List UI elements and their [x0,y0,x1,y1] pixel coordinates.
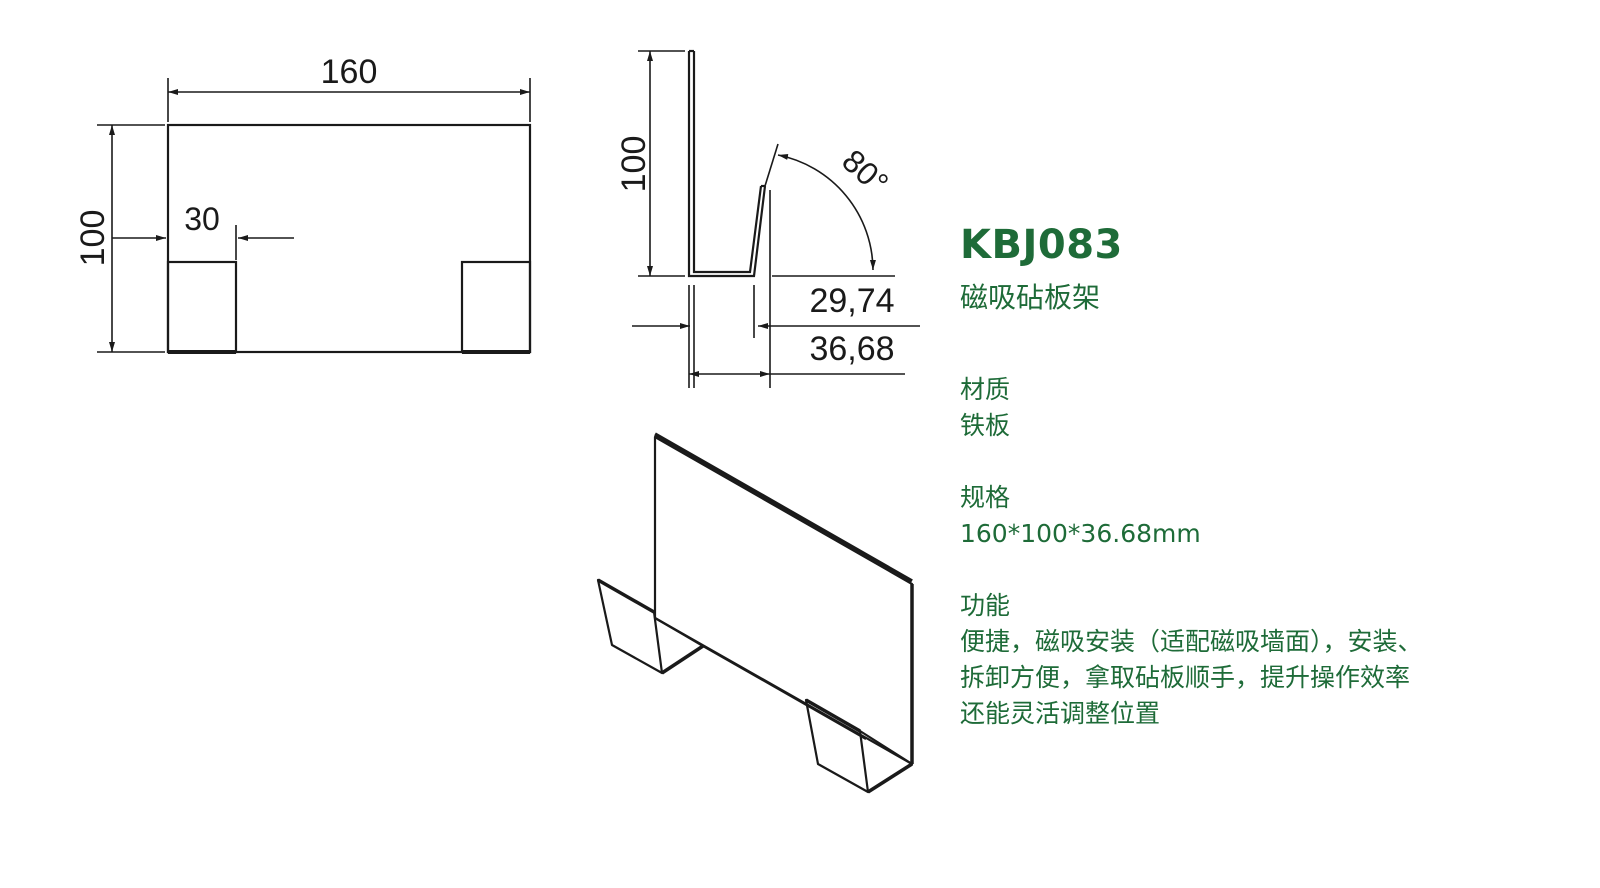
iso-right-hook [804,698,870,794]
function-label: 功能 [960,591,1011,620]
front-width-label: 160 [321,53,378,91]
side-angle-dimension [764,143,876,271]
material-label: 材质 [960,375,1011,404]
function-line-2: 拆卸方便，拿取砧板顺手，提升操作效率 [960,663,1411,692]
side-inner-dimension [632,275,920,388]
product-name: 磁吸砧板架 [960,281,1101,314]
material-value: 铁板 [960,411,1011,440]
side-outer-label: 36,68 [809,330,894,368]
isometric-view [596,432,914,794]
side-height-label: 100 [615,136,653,193]
front-height-label: 100 [74,210,112,267]
front-view [166,123,532,354]
side-outer-dimension [688,190,905,388]
iso-left-hook [596,578,664,675]
side-view-profile-outer [687,51,767,278]
spec-value: 160*100*36.68mm [960,519,1201,548]
front-view-right-foot [460,260,532,354]
spec-label: 规格 [960,483,1011,512]
front-view-outline [166,123,532,354]
function-line-1: 便捷，磁吸安装（适配磁吸墙面），安装、 [960,627,1423,656]
function-line-3: 还能灵活调整位置 [960,699,1161,728]
side-height-dimension [638,50,685,277]
front-width-dimension [167,78,531,122]
product-code: KBJ083 [960,222,1123,268]
iso-back-plate [653,435,914,766]
side-view [687,49,767,278]
front-foot-dimension [112,225,294,260]
front-view-left-foot [166,260,238,354]
side-view-profile-inner [692,51,763,274]
front-foot-label: 30 [184,201,220,237]
side-inner-label: 29,74 [809,282,894,320]
